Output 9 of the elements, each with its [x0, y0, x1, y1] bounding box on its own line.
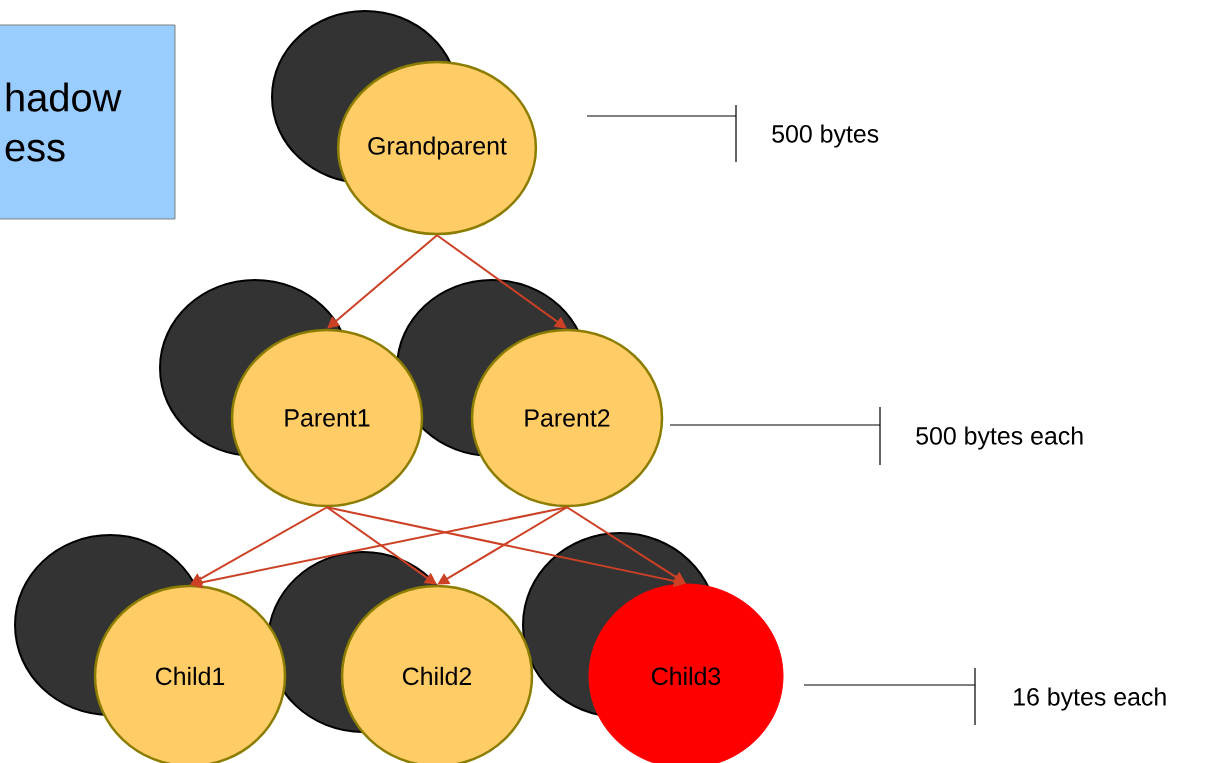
arrow — [566, 506, 686, 584]
arrow — [327, 234, 438, 329]
arrow — [436, 234, 567, 329]
arrow — [437, 506, 568, 585]
arrow — [326, 506, 437, 585]
text-box: hadow ess — [0, 24, 176, 220]
size-label: 500 bytes each — [916, 426, 1083, 450]
size-label: 16 bytes each — [1014, 687, 1166, 711]
size-label: 500 bytes — [772, 124, 879, 148]
